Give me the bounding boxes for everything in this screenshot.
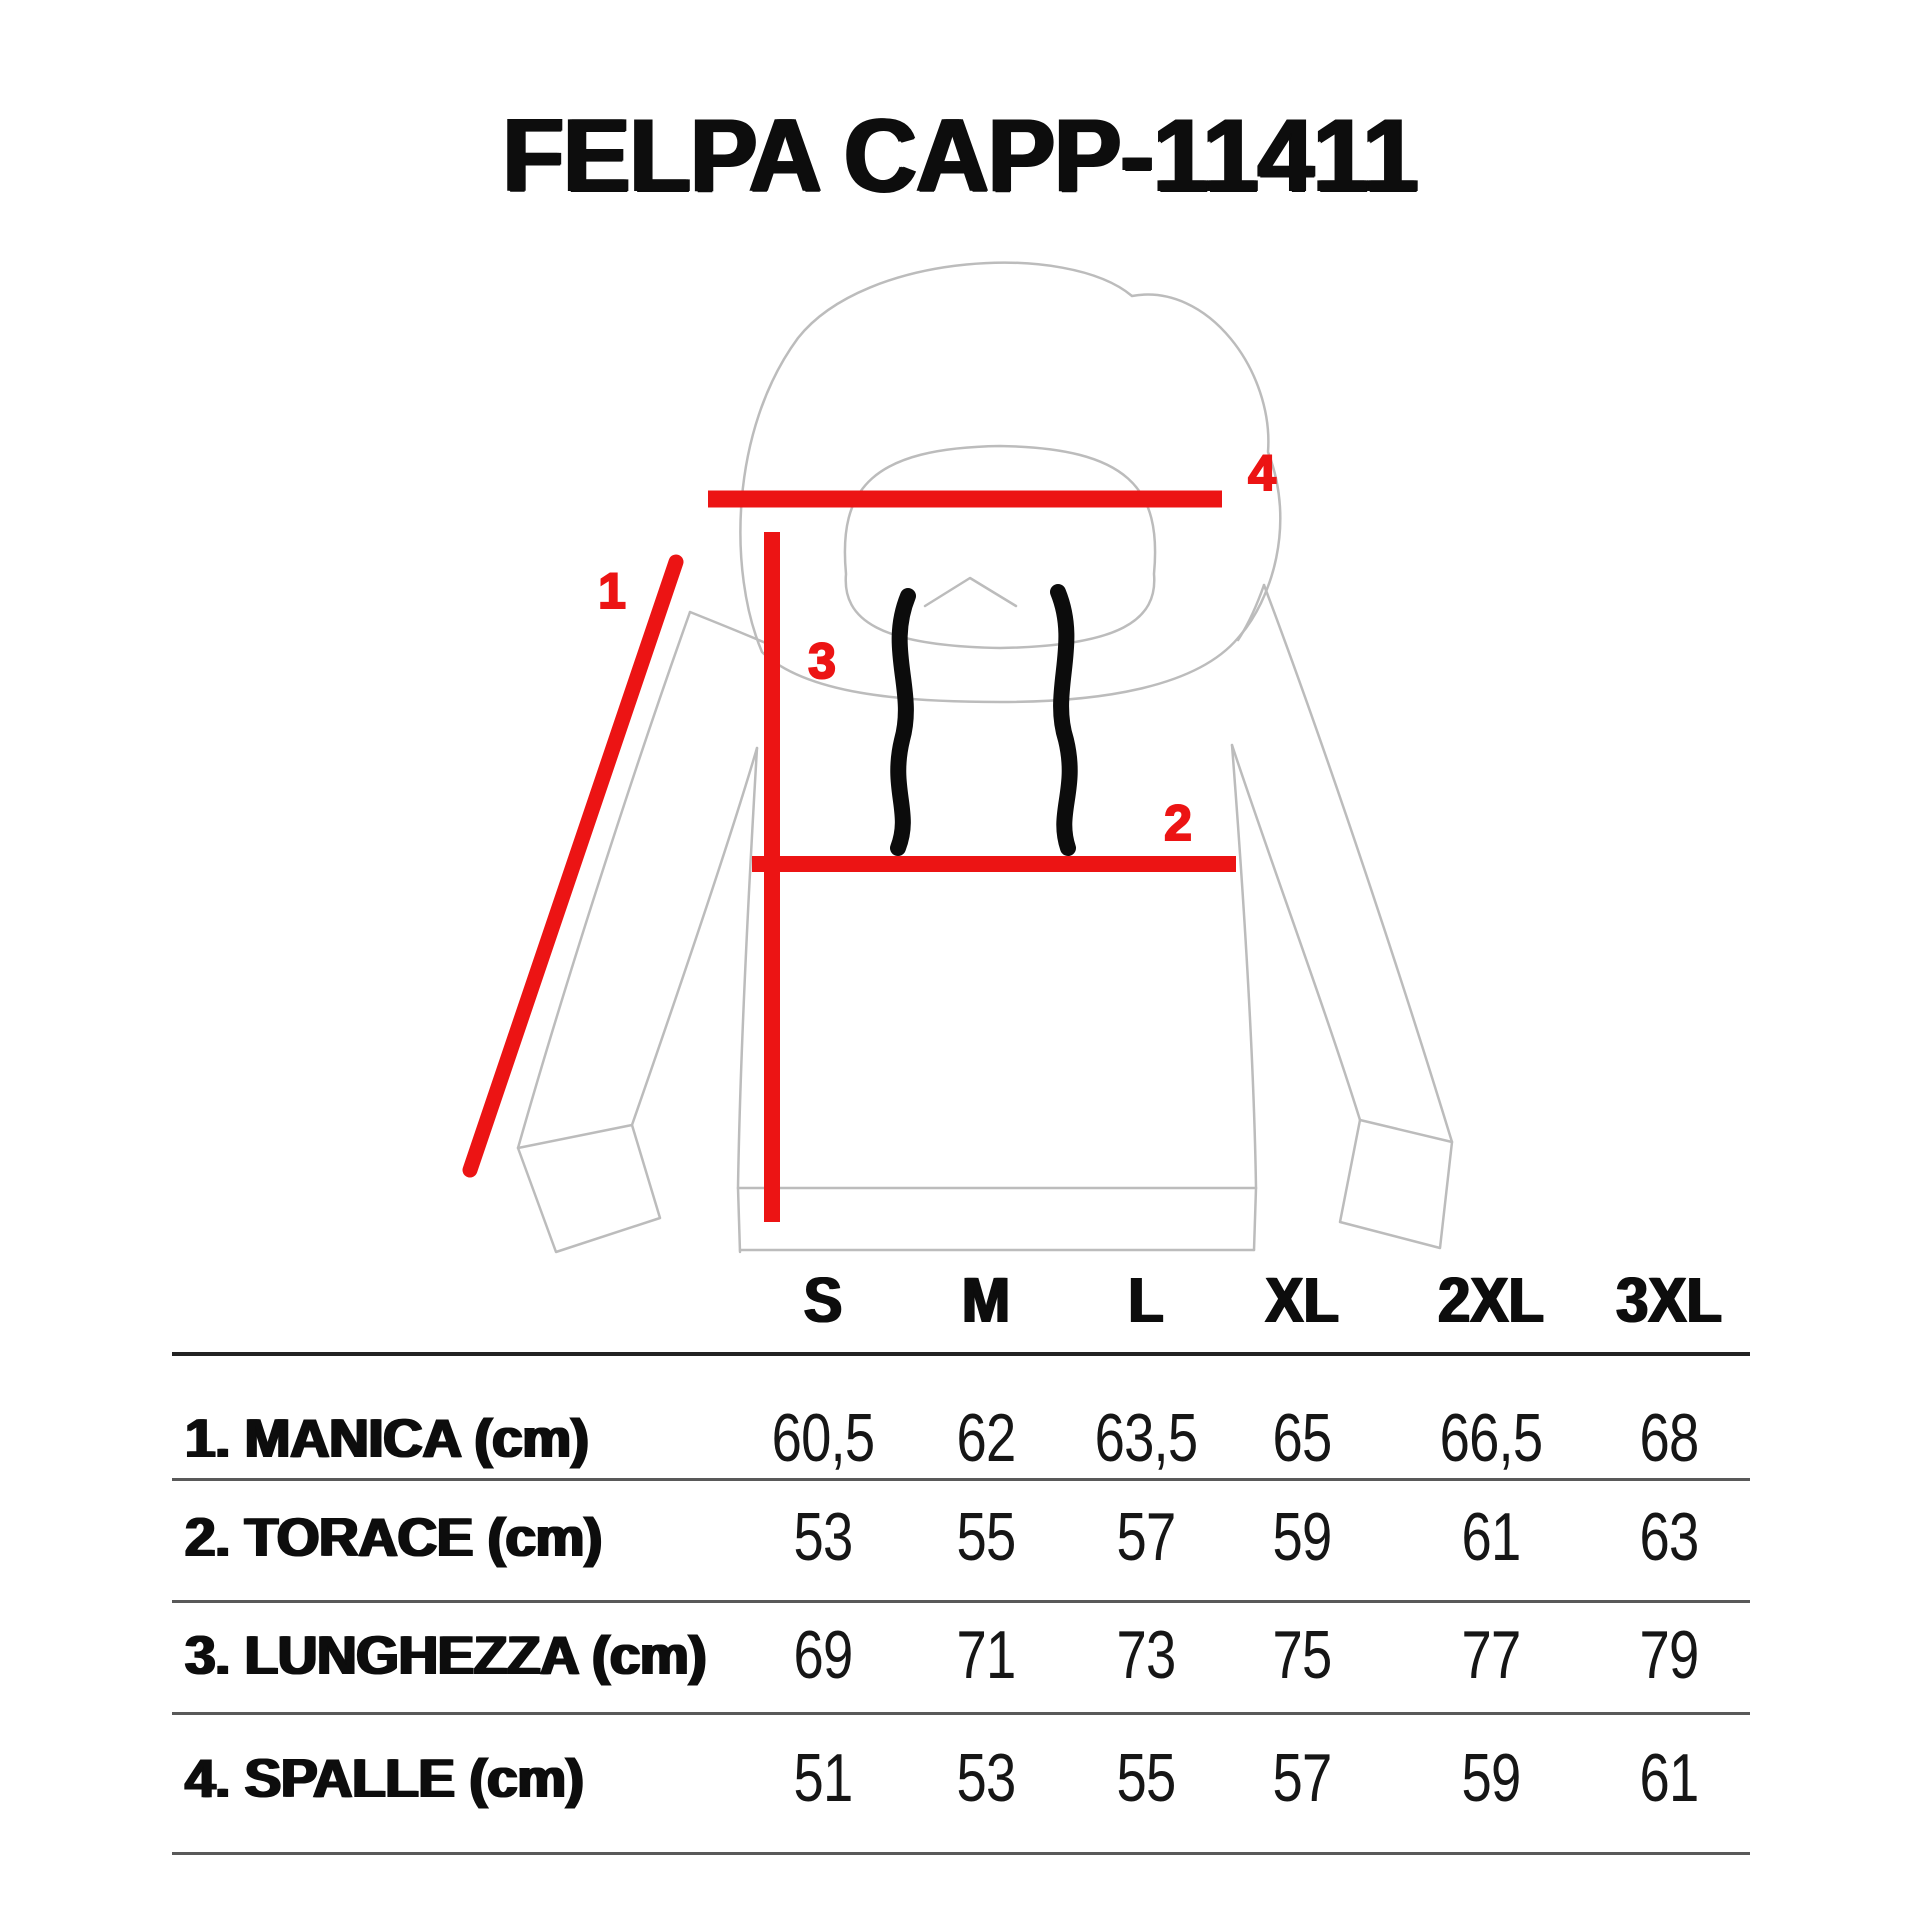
table-rule — [172, 1600, 1750, 1603]
hem-band — [736, 1186, 1258, 1252]
hood-opening — [843, 444, 1157, 650]
table-cell: 77 — [1461, 1617, 1522, 1693]
hoodie-sketch — [516, 261, 1454, 1254]
measure-label-sleeve: 1 — [598, 563, 626, 619]
table-cell: 71 — [956, 1617, 1017, 1693]
table-cell: 57 — [1116, 1499, 1177, 1575]
hoodie-diagram: 1 2 3 4 — [462, 261, 1454, 1254]
table-cell: 75 — [1272, 1617, 1333, 1693]
right-sleeve-outer — [1262, 583, 1454, 1144]
table-cell: 59 — [1461, 1740, 1522, 1816]
left-sleeve-outer — [516, 610, 692, 1150]
table-cell: 53 — [956, 1740, 1017, 1816]
page-title: FELPA CAPP-11411 — [502, 98, 1418, 214]
table-cell: 62 — [956, 1400, 1017, 1476]
column-header-2xl: 2XL — [1438, 1264, 1544, 1336]
table-cell: 69 — [793, 1617, 854, 1693]
table-rule — [172, 1712, 1750, 1715]
row-label-lunghezza: 3. LUNGHEZZA (cm) — [185, 1624, 707, 1686]
left-sleeve-inner — [630, 746, 759, 1127]
left-shoulder-line — [688, 610, 770, 646]
column-header-3xl: 3XL — [1616, 1264, 1722, 1336]
table-cell: 65 — [1272, 1400, 1333, 1476]
table-cell: 68 — [1639, 1400, 1700, 1476]
column-header-l: L — [1128, 1264, 1164, 1336]
table-rule — [172, 1352, 1750, 1356]
table-cell: 55 — [956, 1499, 1017, 1575]
row-label-manica: 1. MANICA (cm) — [185, 1407, 589, 1469]
table-rule — [172, 1478, 1750, 1481]
table-cell: 61 — [1639, 1740, 1700, 1816]
table-cell: 63 — [1639, 1499, 1700, 1575]
row-label-spalle: 4. SPALLE (cm) — [185, 1747, 584, 1809]
table-cell: 59 — [1272, 1499, 1333, 1575]
table-cell: 61 — [1461, 1499, 1522, 1575]
table-cell: 66,5 — [1439, 1400, 1543, 1476]
drawstring-right — [1050, 584, 1078, 856]
table-cell: 63,5 — [1094, 1400, 1198, 1476]
table-cell: 73 — [1116, 1617, 1177, 1693]
right-cuff — [1338, 1118, 1454, 1250]
measure-label-shoulders: 4 — [1248, 445, 1276, 501]
left-cuff — [516, 1123, 662, 1254]
measure-label-chest: 2 — [1164, 795, 1192, 851]
table-cell: 60,5 — [771, 1400, 875, 1476]
measure-label-length: 3 — [808, 633, 836, 689]
neck-notch — [923, 576, 1018, 608]
right-shoulder-line — [1236, 583, 1266, 642]
right-sleeve-inner — [1230, 743, 1362, 1122]
drawstring-left — [890, 588, 916, 856]
column-header-s: S — [803, 1264, 843, 1336]
column-header-m: M — [962, 1264, 1010, 1336]
table-cell: 79 — [1639, 1617, 1700, 1693]
table-cell: 51 — [793, 1740, 854, 1816]
row-label-torace: 2. TORACE (cm) — [185, 1506, 602, 1568]
body-left-edge — [736, 746, 759, 1254]
body-right-edge — [1230, 743, 1258, 1252]
table-cell: 53 — [793, 1499, 854, 1575]
measure-lines — [462, 490, 1236, 1222]
measure-line-sleeve — [462, 554, 684, 1178]
table-cell: 55 — [1116, 1740, 1177, 1816]
table-cell: 57 — [1272, 1740, 1333, 1816]
column-header-xl: XL — [1265, 1264, 1339, 1336]
table-rule — [172, 1852, 1750, 1855]
